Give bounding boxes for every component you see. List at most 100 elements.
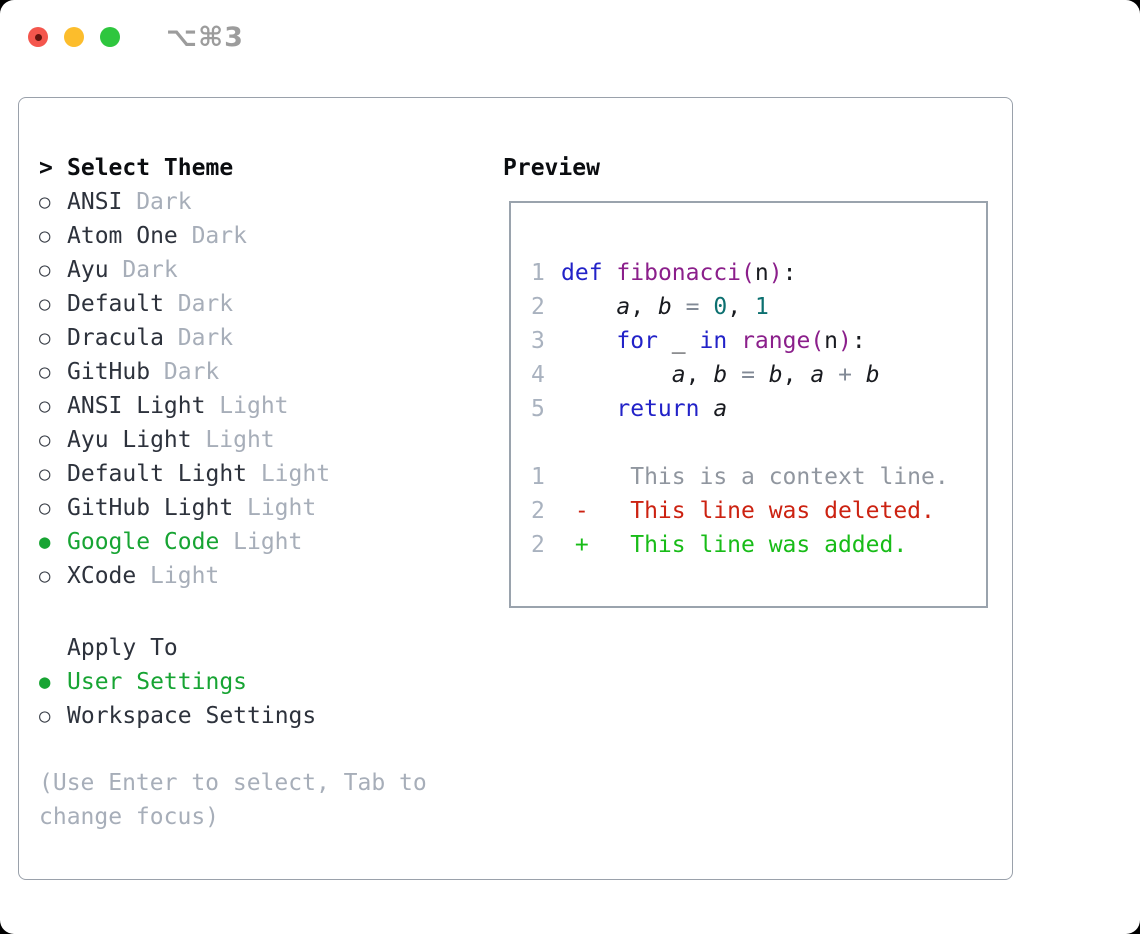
line-number: 1 xyxy=(531,260,545,286)
code-token: in xyxy=(699,328,728,354)
code-token: b xyxy=(865,362,880,388)
code-token xyxy=(852,362,866,388)
theme-name: Ayu Light xyxy=(67,427,192,453)
apply-option-workspace-settings[interactable]: ○ Workspace Settings xyxy=(39,699,479,733)
code-token xyxy=(658,328,672,354)
theme-variant: Light xyxy=(150,563,220,589)
minimize-button[interactable] xyxy=(64,27,84,47)
theme-variant: Dark xyxy=(177,325,234,351)
theme-name: ANSI xyxy=(67,189,123,215)
theme-option-dracula[interactable]: ○ Dracula Dark xyxy=(39,321,479,355)
theme-variant: Light xyxy=(205,427,275,453)
radio-selected-icon: ● xyxy=(39,531,51,553)
radio-unselected-icon: ○ xyxy=(39,497,51,519)
theme-name: ANSI Light xyxy=(67,393,206,419)
code-token: b xyxy=(657,294,672,320)
code-token: = xyxy=(685,294,700,320)
zoom-button[interactable] xyxy=(100,27,120,47)
code-token: a xyxy=(671,362,686,388)
radio-unselected-icon: ○ xyxy=(39,565,51,587)
code-token xyxy=(561,328,616,354)
radio-unselected-icon: ○ xyxy=(39,191,51,213)
preview-title: Preview xyxy=(503,155,600,181)
code-token: b xyxy=(768,362,783,388)
select-theme-heading: > Select Theme xyxy=(39,151,479,185)
code-token xyxy=(824,362,838,388)
code-token: : xyxy=(782,260,797,286)
diff-content: This is a context line. xyxy=(561,464,949,490)
radio-unselected-icon: ○ xyxy=(39,327,51,349)
theme-name: Dracula xyxy=(67,325,164,351)
code-token xyxy=(699,396,713,422)
code-token: fibonacci( xyxy=(616,260,755,286)
code-token xyxy=(561,396,616,422)
code-token: ) xyxy=(838,328,852,354)
theme-option-ayu-light[interactable]: ○ Ayu Light Light xyxy=(39,423,479,457)
code-token xyxy=(727,328,741,354)
line-number: 2 xyxy=(531,532,545,558)
theme-option-xcode[interactable]: ○ XCode Light xyxy=(39,559,479,593)
theme-variant: Dark xyxy=(163,359,220,385)
close-button[interactable] xyxy=(28,27,48,47)
theme-variant: Dark xyxy=(136,189,192,215)
theme-option-ansi[interactable]: ○ ANSI Dark xyxy=(39,185,479,219)
apply-option-user-settings[interactable]: ●User Settings xyxy=(39,665,479,699)
code-token xyxy=(603,260,617,286)
diff-block: 1 This is a context line. 2 - This line w… xyxy=(531,460,986,562)
diff-line-added: 2 + This line was added. xyxy=(531,528,986,562)
theme-name: Ayu xyxy=(67,257,109,283)
theme-variant: Light xyxy=(260,461,331,487)
code-token: , xyxy=(727,294,755,320)
close-dot-icon xyxy=(34,33,42,41)
theme-name: XCode xyxy=(67,563,137,589)
code-token: + xyxy=(838,362,852,388)
focus-marker-icon: > xyxy=(39,155,53,181)
radio-unselected-icon: ○ xyxy=(39,705,51,727)
line-number: 5 xyxy=(531,396,545,422)
code-content: a, b = b, a + b xyxy=(561,358,880,392)
code-token: a xyxy=(616,294,631,320)
code-line: 4 a, b = b, a + b xyxy=(531,358,986,392)
theme-option-ayu[interactable]: ○ Ayu Dark xyxy=(39,253,479,287)
code-token: : xyxy=(851,328,866,354)
code-token: n xyxy=(754,260,769,286)
select-theme-title: Select Theme xyxy=(67,155,234,181)
diff-line-context: 1 This is a context line. xyxy=(531,460,986,494)
theme-variant: Light xyxy=(246,495,317,521)
diff-content: - This line was deleted. xyxy=(561,498,935,524)
code-token xyxy=(561,362,672,388)
apply-to-heading: Apply To xyxy=(39,631,479,665)
radio-unselected-icon: ○ xyxy=(39,395,51,417)
code-token xyxy=(561,294,616,320)
theme-name: Default Light xyxy=(67,461,248,487)
theme-name: GitHub xyxy=(67,359,151,385)
radio-unselected-icon: ○ xyxy=(39,429,51,451)
code-token: n xyxy=(824,328,839,354)
line-number: 2 xyxy=(531,498,545,524)
apply-section: Apply To ●User Settings ○ Workspace Settin… xyxy=(39,631,479,733)
line-number: 1 xyxy=(531,464,545,490)
theme-variant: Dark xyxy=(122,257,178,283)
apply-list: ●User Settings ○ Workspace Settings xyxy=(39,665,479,733)
code-token: , xyxy=(685,362,714,388)
apply-name: Workspace Settings xyxy=(67,703,317,729)
titlebar: ⌥⌘3 xyxy=(0,0,1140,74)
radio-unselected-icon: ○ xyxy=(39,293,51,315)
code-token: return xyxy=(616,396,700,422)
code-token: range( xyxy=(741,328,825,354)
radio-unselected-icon: ○ xyxy=(39,259,51,281)
hint-text: (Use Enter to select, Tab to change focu… xyxy=(39,770,427,830)
line-number: 3 xyxy=(531,328,545,354)
